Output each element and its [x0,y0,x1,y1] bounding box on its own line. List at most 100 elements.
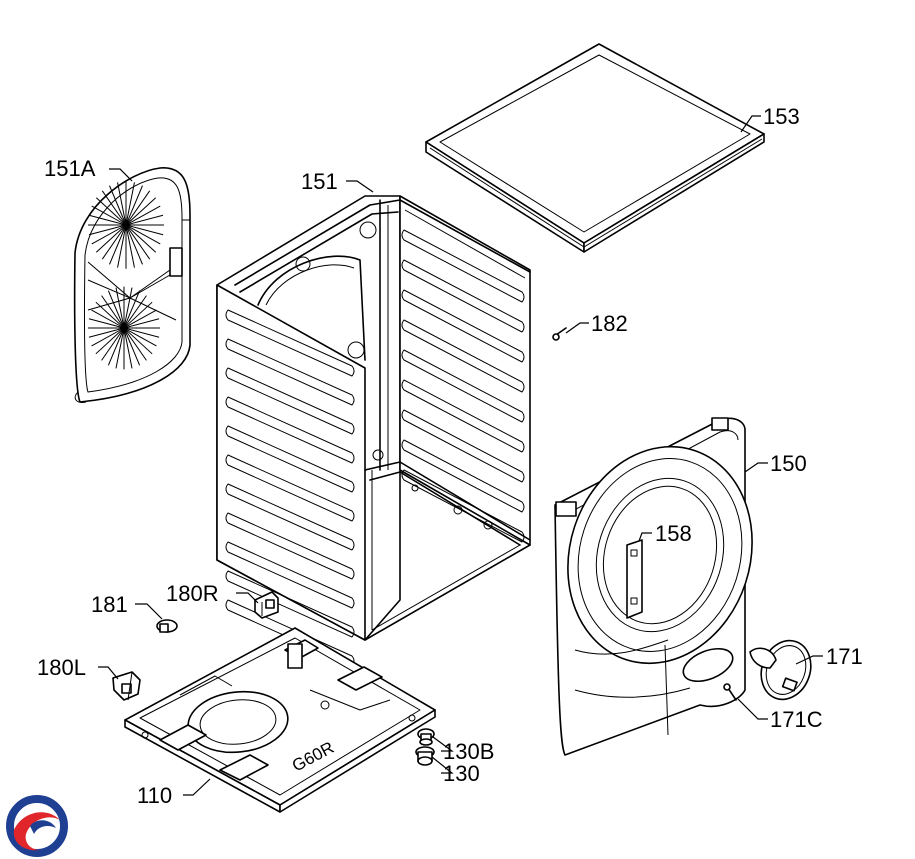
label-180R: 180R [166,581,219,606]
panel-rib [225,367,355,435]
panel-rib [401,439,525,513]
vent-spoke [123,327,141,366]
leader-lines [98,115,823,796]
label-153: 153 [763,104,800,129]
vent-spoke [125,224,143,265]
vent-spoke [107,327,125,366]
label-110: 110 [137,783,172,808]
panel-rib [225,541,355,609]
vent-spoke [117,224,127,268]
vent-spoke [125,214,164,226]
back-panel-vent-pattern [87,181,177,370]
bracket-180L [112,671,141,701]
vent-spoke [125,224,135,268]
vent-spoke [125,224,157,253]
panel-rib [225,512,355,580]
vent-spoke [117,182,127,226]
filter-cover-171 [749,639,812,701]
screw-182 [552,327,567,341]
left-panel-ribs [225,309,355,667]
panel-rib [225,425,355,493]
vent-spoke [123,327,160,338]
vent-spoke [88,327,125,338]
vent-spoke [125,197,157,226]
bracket-180R [254,591,279,619]
vent-spoke [125,190,151,226]
panel-rib [401,229,525,303]
vent-spoke [123,309,157,329]
vent-spoke [123,327,157,347]
vent-spoke [123,287,133,329]
vent-spoke [123,327,153,355]
label-130: 130 [443,761,480,786]
vent-spoke [125,182,135,226]
vent-spoke [123,327,133,369]
vent-spoke [123,295,147,329]
panel-rib [225,483,355,551]
vent-spoke [101,190,127,226]
foot-130B [417,728,435,746]
clip-181 [156,619,178,633]
label-182: 182 [591,311,628,336]
base-plate-110: G60R [124,627,436,813]
screw-171C [723,683,737,701]
label-150: 150 [770,451,807,476]
panel-rib [401,469,525,543]
panel-rib [401,319,525,393]
label-151A: 151A [44,156,96,181]
label-171: 171 [826,644,863,669]
label-180L: 180L [37,655,86,680]
right-panel-ribs [401,229,525,543]
panel-rib [225,570,355,638]
panel-rib [401,259,525,333]
label-181: 181 [91,592,128,617]
vent-spoke [123,318,160,329]
vent-spoke [91,224,127,245]
door-hinge-158 [626,539,643,619]
vent-spoke [107,290,125,329]
part-labels: 151A 151 153 182 150 158 180R 181 180L 1… [37,104,863,808]
vent-spoke [91,309,125,329]
panel-rib [225,309,355,377]
front-panel-150 [554,417,753,756]
vent-spoke [91,205,127,226]
label-130B: 130B [443,739,494,764]
panel-rib [401,349,525,423]
brand-logo-icon [6,795,68,857]
label-171C: 171C [770,707,823,732]
vent-spoke [88,318,125,329]
foot-130 [415,746,435,766]
vent-spoke [101,327,125,361]
vent-spoke [125,224,164,236]
vent-spoke [101,295,125,329]
vent-spoke [95,327,125,355]
label-151: 151 [301,169,338,194]
vent-spoke [123,327,147,361]
top-panel-153 [425,43,765,253]
cabinet-151 [216,195,531,667]
vent-spoke [125,205,161,226]
back-panel-151A [73,167,191,403]
vent-spoke [95,197,127,226]
vent-spoke [125,224,151,260]
vent-spoke [115,327,125,369]
panel-rib [401,379,525,453]
vent-spoke [115,287,125,329]
vent-spoke [88,224,127,236]
panel-rib [225,338,355,406]
vent-spoke [109,224,127,265]
panel-rib [401,409,525,483]
vent-spoke [125,224,161,245]
label-158: 158 [655,521,692,546]
panel-rib [225,396,355,464]
vent-spoke [91,327,125,347]
panel-rib [401,289,525,363]
vent-spoke [88,214,127,226]
vent-spoke [123,290,141,329]
vent-spoke [125,185,143,226]
panel-rib [225,454,355,522]
vent-spoke [95,224,127,253]
vent-spoke [109,185,127,226]
vent-spoke [101,224,127,260]
